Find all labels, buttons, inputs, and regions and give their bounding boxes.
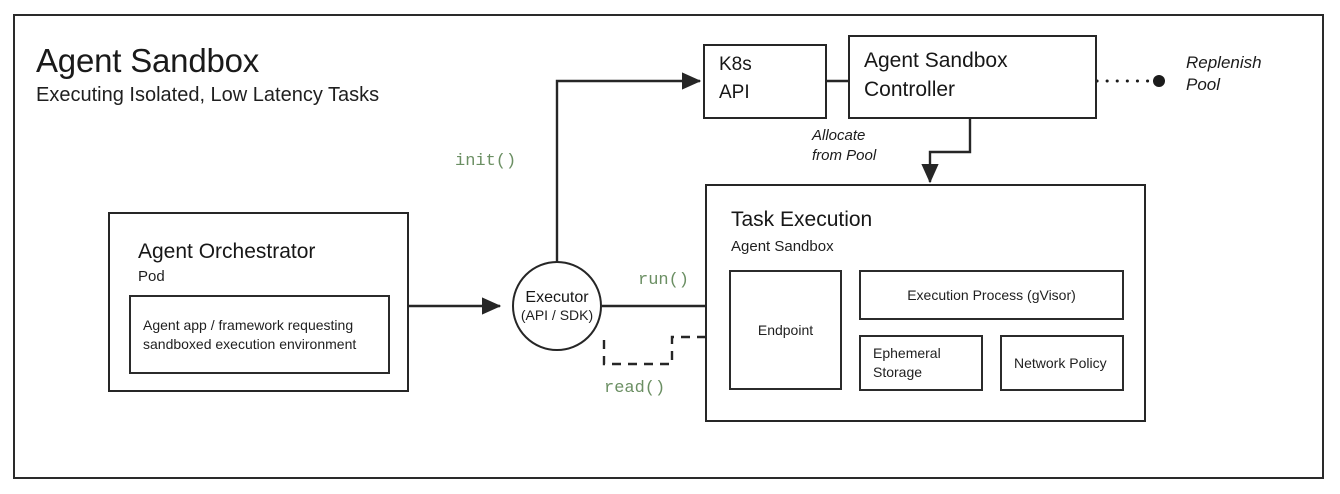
ephemeral-storage-label: Ephemeral Storage — [873, 345, 941, 380]
k8s-api-line1: K8s — [719, 54, 752, 75]
label-allocate-from-pool: Allocate from Pool — [812, 127, 877, 164]
label-replenish-pool: Replenish Pool — [1186, 53, 1262, 94]
controller-line1: Agent Sandbox — [864, 49, 1008, 72]
execution-process-label: Execution Process (gVisor) — [907, 286, 1076, 303]
controller-line2: Controller — [864, 78, 956, 101]
node-k8s-api[interactable]: K8s API — [703, 44, 827, 119]
task-execution-title: Task Execution — [731, 208, 873, 231]
orchestrator-title: Agent Orchestrator — [138, 240, 316, 263]
label-read-call: read() — [604, 379, 666, 398]
label-init-call: init() — [455, 152, 517, 171]
task-execution-subtitle: Agent Sandbox — [731, 238, 834, 255]
box-endpoint[interactable]: Endpoint — [729, 270, 842, 390]
label-run-call: run() — [638, 271, 690, 290]
box-network-policy[interactable]: Network Policy — [1000, 335, 1124, 391]
page-title: Agent Sandbox — [36, 42, 260, 79]
executor-title: Executor — [525, 289, 589, 306]
orchestrator-subtitle: Pod — [138, 268, 165, 285]
page-subtitle: Executing Isolated, Low Latency Tasks — [36, 84, 380, 106]
node-agent-orchestrator[interactable]: Agent Orchestrator Pod Agent app / frame… — [108, 212, 409, 392]
orchestrator-inner-label: Agent app / framework requesting sandbox… — [143, 316, 357, 352]
box-ephemeral-storage[interactable]: Ephemeral Storage — [859, 335, 983, 391]
network-policy-label: Network Policy — [1014, 354, 1107, 371]
executor-subtitle: (API / SDK) — [520, 307, 594, 323]
node-agent-sandbox-controller[interactable]: Agent Sandbox Controller — [848, 35, 1097, 119]
node-task-execution[interactable]: Task Execution Agent Sandbox Endpoint Ex… — [705, 184, 1146, 422]
endpoint-label: Endpoint — [757, 321, 814, 338]
box-execution-process[interactable]: Execution Process (gVisor) — [859, 270, 1124, 320]
node-executor[interactable]: Executor (API / SDK) — [512, 261, 602, 351]
orchestrator-inner-box: Agent app / framework requesting sandbox… — [129, 295, 390, 374]
k8s-api-line2: API — [719, 82, 750, 103]
